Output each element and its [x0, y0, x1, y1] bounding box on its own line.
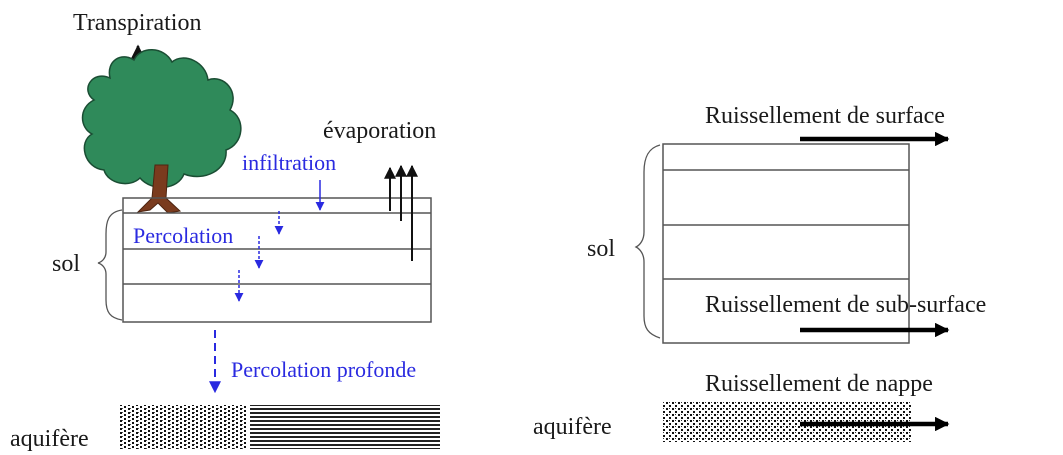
- aquifere-label-left: aquifère: [10, 426, 89, 452]
- aquifer-left-hatch: [118, 405, 440, 449]
- percolation-profonde-label: Percolation profonde: [231, 357, 416, 382]
- evaporation-label: évaporation: [323, 118, 436, 144]
- soil-layers: [122, 197, 432, 323]
- transpiration-label: Transpiration: [73, 10, 201, 36]
- percolation-arrows: [234, 211, 284, 302]
- ruissellement-nappe-label: Ruissellement de nappe: [705, 371, 933, 397]
- sol-label-right: sol: [587, 236, 615, 262]
- tree-canopy-icon: [81, 49, 242, 188]
- ruissellement-surface-label: Ruissellement de surface: [705, 103, 945, 129]
- soil-layers-right: [662, 143, 910, 344]
- aquifere-label-right: aquifère: [533, 414, 612, 440]
- evaporation-arrows: [384, 164, 418, 261]
- left-diagram: Transpiration sol évaporation infiltrati…: [10, 10, 440, 452]
- sol-brace: [97, 209, 123, 321]
- sol-label-left: sol: [52, 251, 80, 277]
- percolation-label: Percolation: [133, 223, 233, 248]
- right-diagram: Ruissellement de surface sol Ruisselleme…: [533, 103, 986, 442]
- ruissellement-sub-surface-label: Ruissellement de sub-surface: [705, 292, 986, 318]
- sol-brace-right: [634, 144, 661, 339]
- tree-trunk-icon: [136, 164, 182, 214]
- infiltration-label: infiltration: [242, 150, 336, 175]
